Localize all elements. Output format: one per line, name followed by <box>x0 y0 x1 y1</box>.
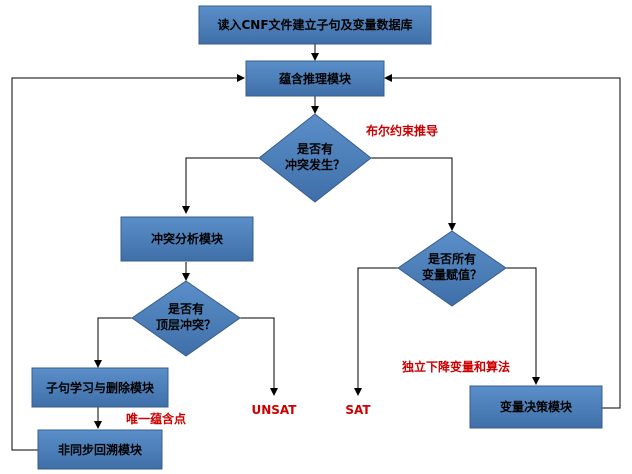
edge-top-q-to-unsat <box>240 317 278 396</box>
learn-delete-node: 子句学习与删除模块 <box>31 367 169 408</box>
top-conflict-diamond: 是否有 顶层冲突？ <box>131 280 241 357</box>
conflict-q-line1: 是否有 <box>296 141 333 156</box>
edge-all-assigned-to-decision <box>506 267 540 385</box>
learn-delete-label: 子句学习与删除模块 <box>46 380 155 395</box>
imply-label: 蕴含推理模块 <box>279 71 352 86</box>
edge-conflict-no <box>371 157 456 231</box>
read-cnf-label: 读入CNF文件建立子句及变量数据库 <box>217 17 412 32</box>
edge-all-assigned-to-sat <box>354 267 398 396</box>
imply-node: 蕴含推理模块 <box>245 60 385 97</box>
conflict-analysis-node: 冲突分析模块 <box>120 216 254 262</box>
conflict-diamond: 是否有 冲突发生？ <box>258 113 372 203</box>
read-cnf-node: 读入CNF文件建立子句及变量数据库 <box>198 5 432 45</box>
conflict-analysis-label: 冲突分析模块 <box>151 231 224 246</box>
edge-decision-to-imply <box>384 74 621 409</box>
all-assigned-diamond: 是否所有 变量赋值？ <box>397 230 507 307</box>
all-assigned-q-line1: 是否所有 <box>427 251 476 266</box>
conflict-q-line2: 冲突发生？ <box>285 157 345 172</box>
edge-top-q-to-learn <box>94 317 132 368</box>
unsat-terminal: UNSAT <box>252 403 298 417</box>
heuristic-note: 独立下降变量和算法 <box>401 359 510 374</box>
decision-node: 变量决策模块 <box>469 385 603 429</box>
connectors <box>11 44 621 451</box>
all-assigned-q-line2: 变量赋值？ <box>422 267 482 282</box>
top-conflict-q-line2: 顶层冲突？ <box>156 317 216 332</box>
edge-backjump-to-imply <box>11 74 245 451</box>
decision-label: 变量决策模块 <box>500 399 573 414</box>
top-conflict-q-line1: 是否有 <box>167 301 204 316</box>
backjump-label: 非同步回溯模块 <box>58 442 143 457</box>
uip-note: 唯一蕴含点 <box>126 411 186 426</box>
sat-terminal: SAT <box>345 403 371 417</box>
bool-constraint-note: 布尔约束推导 <box>366 123 438 138</box>
backjump-node: 非同步回溯模块 <box>37 429 163 470</box>
edge-conflict-yes <box>182 157 259 214</box>
